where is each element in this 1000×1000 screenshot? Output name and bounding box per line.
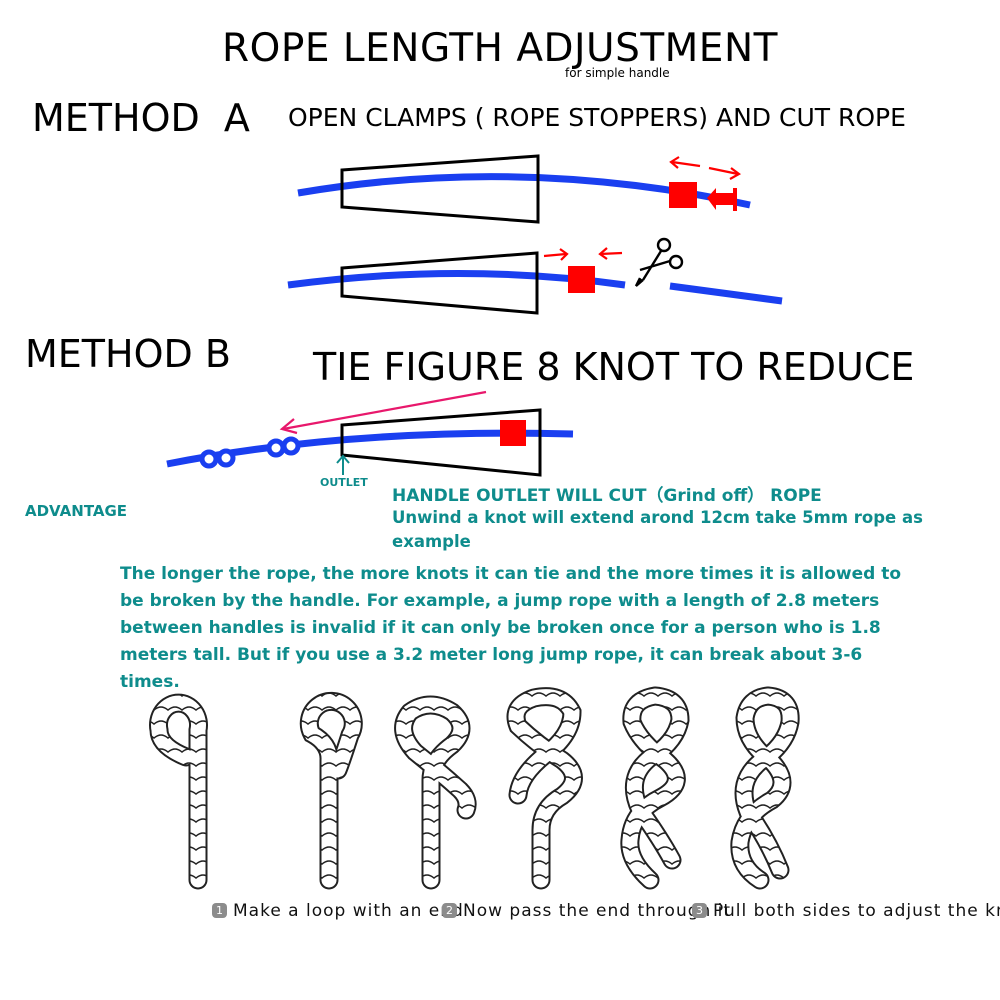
- handle: [340, 408, 542, 477]
- method-a-handle-2: [287, 237, 783, 315]
- handle: [340, 154, 540, 224]
- outlet-cut-note: HANDLE OUTLET WILL CUT（Grind off） ROPE: [392, 486, 822, 506]
- rope-step-icon: [620, 686, 690, 890]
- rope-step-icon: [299, 691, 363, 890]
- step-3-caption: 3 Pull both sides to adjust the knot: [692, 900, 1000, 922]
- step-1-number: 1: [212, 903, 227, 918]
- pull-arrow: [279, 390, 487, 435]
- figure-8-knot-icon: [266, 436, 301, 458]
- rope-step-icon: [730, 686, 800, 890]
- open-arrows: [669, 156, 742, 180]
- step-2-text: Now pass the end through it: [463, 901, 732, 921]
- page-subtitle: for simple handle: [565, 66, 670, 80]
- step-1-text: Make a loop with an end: [233, 901, 464, 921]
- rope-clamp-open: [707, 188, 737, 211]
- rope-clamp: [669, 182, 697, 208]
- step-3-number: 3: [692, 903, 707, 918]
- close-arrows: [543, 247, 623, 261]
- rope-clamp: [568, 266, 595, 293]
- scissors-icon: [634, 237, 684, 287]
- advantage-paragraph: The longer the rope, the more knots it c…: [120, 564, 902, 692]
- outlet-label: OUTLET: [320, 476, 368, 489]
- rope-step-icon: [149, 693, 208, 890]
- rope-clamp: [500, 420, 526, 446]
- method-b-handle: [166, 390, 574, 477]
- page-title: ROPE LENGTH ADJUSTMENT: [222, 26, 778, 71]
- method-b-label: METHOD B: [25, 332, 231, 376]
- method-b-description: TIE FIGURE 8 KNOT TO REDUCE: [313, 345, 915, 389]
- outlet-arrow: [336, 454, 350, 475]
- knot-steps: [149, 686, 800, 890]
- method-a-label: METHOD A: [32, 96, 250, 140]
- handle: [340, 251, 539, 315]
- step-1-caption: 1 Make a loop with an end: [212, 900, 463, 922]
- unwind-note: Unwind a knot will extend arond 12cm tak…: [392, 508, 923, 551]
- advantage-label: ADVANTAGE: [25, 502, 128, 520]
- step-2-number: 2: [442, 903, 457, 918]
- rope-step-icon: [506, 687, 583, 890]
- method-a-handle-1: [297, 154, 751, 224]
- rope-step-icon: [394, 695, 477, 890]
- step-2-caption: 2 Now pass the end through it: [442, 900, 730, 922]
- method-a-description: OPEN CLAMPS ( ROPE STOPPERS) AND CUT ROP…: [288, 103, 906, 132]
- step-3-text: Pull both sides to adjust the knot: [713, 901, 1000, 921]
- rope-cut-end: [669, 282, 783, 305]
- figure-8-knot-icon: [199, 448, 236, 469]
